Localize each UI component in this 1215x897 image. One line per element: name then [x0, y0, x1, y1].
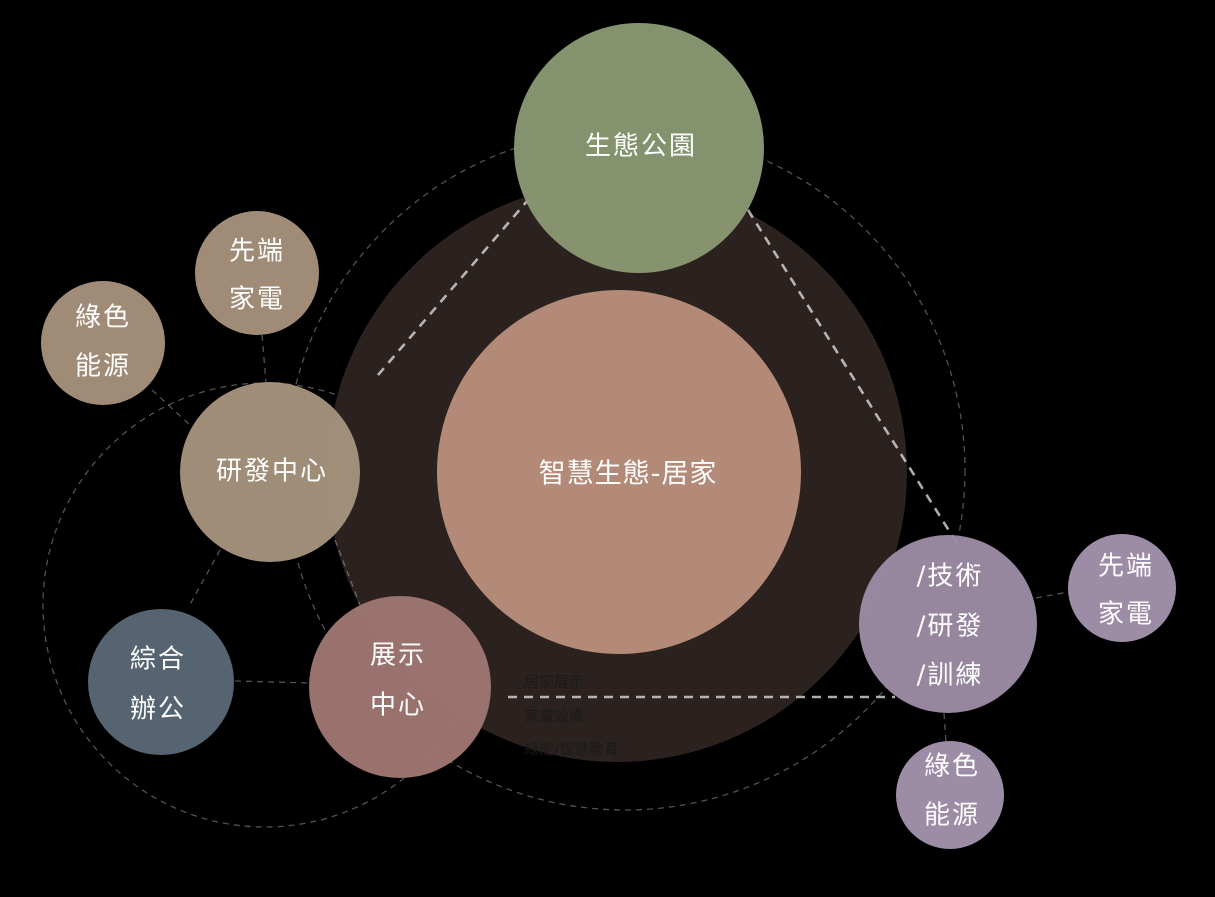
connector-office-showroom — [234, 680, 311, 684]
tech-circle — [859, 535, 1037, 713]
tech-energy-circle — [896, 741, 1004, 849]
rd-energy-label-2: 能源 — [75, 352, 131, 382]
connector-park-left — [377, 199, 529, 376]
connector-rd-office — [187, 549, 221, 609]
connector-rd-appliance — [261, 334, 267, 383]
connector-park-tech — [746, 209, 960, 546]
office-label-2: 辦公 — [130, 695, 186, 725]
showroom-circle — [309, 596, 491, 778]
rd-appliance-label-1: 先端 — [229, 237, 285, 267]
rd-energy-label-1: 綠色 — [75, 303, 131, 333]
note-appliance-equipment: 家電設備 — [524, 707, 584, 725]
rd-appliance-label-2: 家電 — [229, 285, 285, 315]
tech-energy-label-1: 綠色 — [924, 752, 980, 782]
rd-energy-circle — [41, 281, 165, 405]
rd-center-label: 研發中心 — [216, 457, 328, 487]
connector-tech-appliance — [1035, 591, 1069, 599]
tech-label-3: /訓練 — [917, 661, 984, 691]
tech-energy-label-2: 能源 — [924, 801, 980, 831]
showroom-label-1: 展示 — [370, 641, 426, 671]
rd-appliance-circle — [195, 211, 319, 335]
connector-tech-energy — [943, 712, 947, 743]
office-circle — [88, 609, 234, 755]
connector-rd-energy — [151, 389, 191, 426]
park-label: 生態公園 — [585, 132, 697, 162]
tech-appliance-label-2: 家電 — [1098, 600, 1154, 630]
connector-rd-showroom — [334, 539, 361, 606]
tech-appliance-label-1: 先端 — [1098, 552, 1154, 582]
note-green-education: 綠能/智慧教育 — [524, 740, 619, 758]
tech-label-1: /技術 — [917, 562, 984, 592]
showroom-label-2: 中心 — [370, 691, 426, 721]
tech-label-2: /研發 — [917, 612, 984, 642]
core-label: 智慧生態-居家 — [539, 459, 718, 490]
rd-center-circle — [180, 382, 360, 562]
core-circle — [437, 290, 801, 654]
park-circle — [514, 23, 764, 273]
tech-appliance-circle — [1068, 534, 1176, 642]
office-label-1: 綜合 — [130, 645, 186, 675]
note-home-exhibit: 居家展示 — [524, 673, 584, 691]
